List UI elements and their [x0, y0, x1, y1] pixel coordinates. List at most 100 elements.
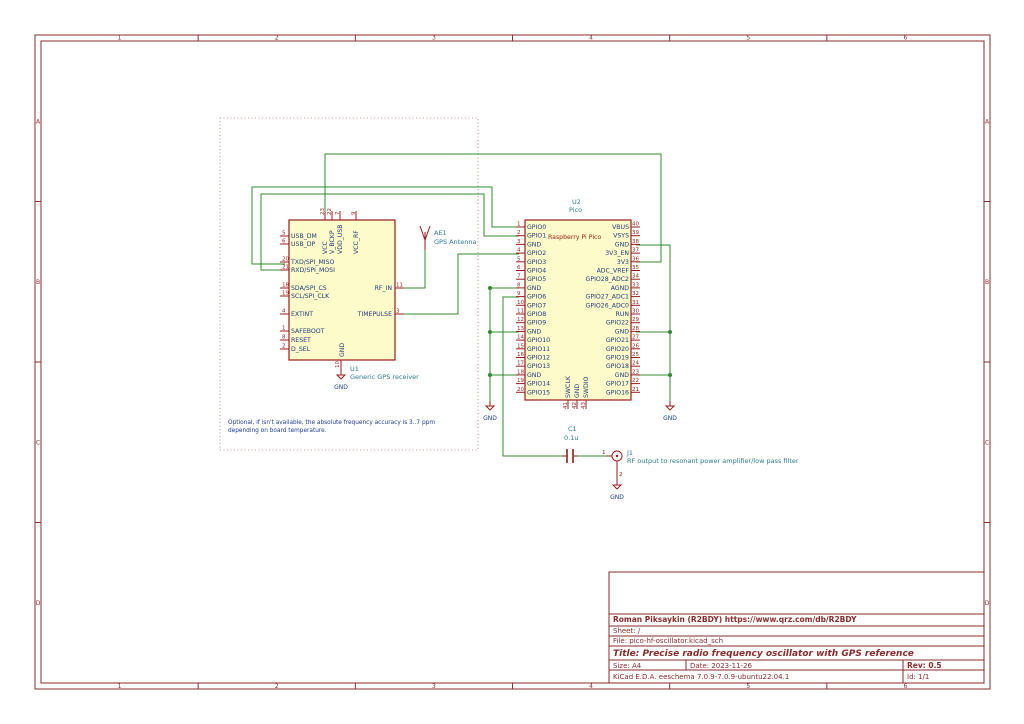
gnd-icon — [335, 374, 347, 380]
gnd-label: GND — [334, 384, 348, 391]
u2-pin-num: 32 — [632, 291, 639, 297]
u2-value: Pico — [569, 206, 582, 214]
u1-pin-name: USB_DM — [291, 233, 317, 240]
gnd-icon — [611, 484, 623, 490]
u1-pin-name: VDD_USB — [337, 224, 344, 254]
antenna-symbol[interactable] — [419, 225, 431, 250]
u2-pin-num: 30 — [632, 309, 639, 315]
u2-pin-num: 21 — [632, 387, 639, 393]
u2-pin-num: 29 — [632, 317, 639, 323]
c1-ref: C1 — [568, 425, 577, 433]
u1-pin-num: 5 — [282, 231, 286, 237]
u1-pin-name: VCC_RF — [353, 230, 360, 254]
u2-pin-num: 17 — [517, 361, 524, 367]
u2-pin-name: AGND — [611, 285, 630, 292]
frame-col-label: 2 — [275, 35, 279, 42]
u2-pin-name: GPIO5 — [527, 276, 546, 283]
u1-pin-num: 9 — [351, 211, 357, 215]
ae1-ref: AE1 — [434, 229, 447, 237]
u2-pin-num: 25 — [632, 352, 639, 358]
u2-pin-num: 11 — [517, 309, 524, 315]
optional-note-line-1: Optional, if isn't available, the absolu… — [228, 420, 435, 426]
u2-pin-name: GPIO9 — [527, 320, 546, 327]
sheet-frame — [34, 34, 991, 690]
u2-pin-num: 14 — [517, 335, 524, 341]
u2-pin-num: 13 — [517, 326, 524, 332]
u2-pin-num: 38 — [632, 239, 639, 245]
frame-row-label: C — [985, 439, 989, 446]
frame-row-label: A — [985, 118, 990, 125]
u2-pin-name: GPIO10 — [527, 337, 550, 344]
tb-id: Id: 1/1 — [907, 673, 929, 681]
u2-pin-name: GPIO15 — [527, 389, 550, 396]
u2-pin-name: GPIO2 — [527, 250, 546, 257]
u2-pin-name: GPIO7 — [527, 302, 546, 309]
u2-pin-name: VSYS — [613, 233, 629, 240]
u1-pin-num: 18 — [282, 283, 289, 289]
wires — [251, 153, 671, 457]
frame-col-label: 3 — [432, 35, 436, 42]
u2-pin-num: 34 — [632, 274, 639, 280]
u2-pin-name: GND — [527, 241, 541, 248]
u1-pin-name: V_BCKP — [329, 230, 336, 254]
u2-pin-num: 5 — [517, 256, 521, 262]
u2-pin-num: 10 — [517, 300, 524, 306]
u1-pin-num: 7 — [335, 211, 341, 215]
u2-pin-name: 3V3 — [617, 259, 629, 266]
tb-rev: Rev: 0.5 — [907, 661, 942, 670]
u1-pin-num: 4 — [282, 309, 286, 315]
frame-row-label: C — [36, 439, 40, 446]
u2-pin-name: ADC_VREF — [597, 268, 630, 275]
frame-col-label: 5 — [746, 683, 750, 690]
j1-value: RF output to resonant power amplifier/lo… — [627, 457, 799, 465]
u2-pin-num: 12 — [517, 317, 524, 323]
optional-note-line-2: depending on board temperature. — [228, 428, 327, 434]
c1-value: 0.1u — [564, 434, 578, 442]
gnd-label: GND — [483, 415, 497, 422]
capacitor-symbol[interactable] — [562, 449, 578, 463]
u1-pin-name: SDA/SPI_CS — [291, 285, 327, 292]
u2-pin-name: GPIO1 — [527, 233, 546, 240]
u1-value: Generic GPS receiver — [350, 373, 419, 381]
j1-pin-1-num: 1 — [602, 450, 606, 456]
u1-pin-num: 23 — [320, 208, 326, 215]
u2-pin-name: GPIO4 — [527, 268, 546, 275]
u2-pin-name: GPIO0 — [527, 224, 546, 231]
u2-pin-name: GND — [574, 384, 581, 398]
u2-pin-name: SWCLK — [565, 375, 572, 398]
frame-row-label: B — [985, 279, 989, 286]
u1-pin-num: 20 — [282, 257, 289, 263]
u2-pin-name: GPIO20 — [606, 346, 629, 353]
j1-ref: J1 — [626, 449, 633, 457]
optional-gps-box — [219, 117, 479, 451]
u2-pin-num: 40 — [632, 222, 639, 228]
u2-pin-num: 7 — [517, 274, 521, 280]
tb-tool: KiCad E.D.A. eeschema 7.0.9-7.0.9-ubuntu… — [613, 673, 789, 681]
u1-pin-name: TXD/SPI_MISO — [290, 259, 335, 266]
u2-pin-name: GND — [527, 328, 541, 335]
u2-pin-name: GPIO13 — [527, 363, 550, 370]
u1-pin-num: 8 — [282, 335, 286, 341]
u1-pin-name: EXTINT — [291, 311, 313, 318]
u2-pin-num: 22 — [632, 378, 639, 384]
u2-pin-name: VBUS — [612, 224, 629, 231]
u2-pin-name: GND — [615, 372, 629, 379]
u2-pin-name: GPIO28_ADC2 — [586, 276, 630, 283]
u1-pin-num: 22 — [327, 208, 333, 215]
u2-pin-num: 19 — [517, 378, 524, 384]
u2-pin-num: 15 — [517, 343, 524, 349]
u2-pin-name: GND — [615, 241, 629, 248]
u1-pin-name: VCC — [322, 241, 329, 254]
u2-pin-num: 18 — [517, 369, 524, 375]
rf-connector-symbol[interactable] — [606, 450, 623, 480]
u1-pin-num: 11 — [396, 283, 403, 289]
tb-author: Roman Piksaykin (R2BDY) https://www.qrz.… — [613, 615, 857, 624]
u2-pin-num: 33 — [632, 282, 639, 288]
junctions — [488, 286, 672, 377]
frame-col-label: 2 — [275, 683, 279, 690]
u1-pin-num: 6 — [282, 239, 286, 245]
tb-size: Size: A4 — [613, 662, 642, 670]
frame-col-label: 6 — [904, 683, 908, 690]
